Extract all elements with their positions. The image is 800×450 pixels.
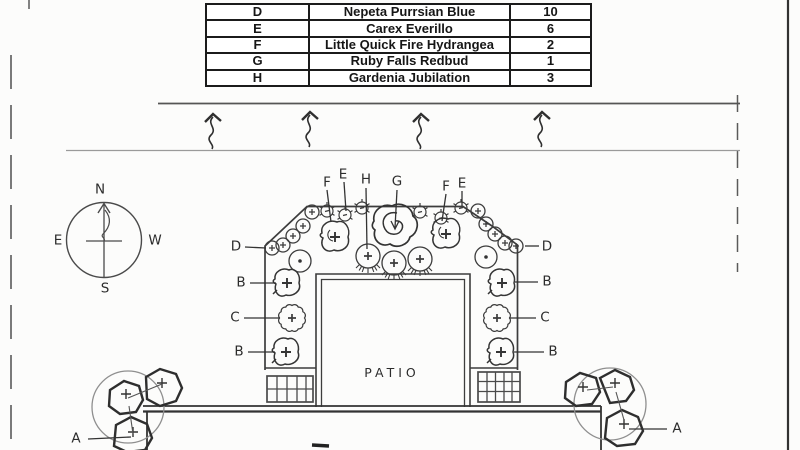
tree-cluster-a-left (91, 367, 184, 450)
house-wall (143, 405, 602, 450)
plan-label-f1: F (323, 174, 331, 191)
plan-label-d-right: D (541, 238, 553, 255)
plant-name: Ruby Falls Redbud (308, 52, 511, 71)
paver-grid-left (266, 375, 314, 403)
plant-code: E (205, 19, 310, 38)
b-plants (271, 268, 516, 367)
patio-outline (315, 273, 471, 407)
plant-code: H (205, 68, 310, 87)
plan-label-g1: G (391, 173, 403, 190)
plant-name: Carex Everillo (308, 19, 511, 38)
label-leader-lines (87, 181, 667, 440)
c-plants (277, 303, 512, 333)
plan-label-b-right-bottom: B (548, 343, 558, 360)
plant-qty: 2 (509, 35, 592, 55)
plant-qty: 10 (509, 2, 592, 22)
ruled-lines (66, 102, 740, 152)
nepeta-plants-d (264, 203, 524, 256)
plant-qty: 1 (509, 52, 592, 71)
plant-qty: 3 (509, 68, 592, 87)
patio-label: PATIO (364, 364, 420, 380)
plant-name: Gardenia Jubilation (308, 68, 511, 87)
plan-label-b-left-top: B (236, 274, 246, 291)
plan-label-b-left-bottom: B (234, 343, 244, 360)
plant-legend-table: D Nepeta Purrsian Blue 10 E Carex Everil… (205, 2, 592, 87)
compass-label-west: W (148, 232, 162, 249)
table-row: F Little Quick Fire Hydrangea 2 (205, 35, 592, 55)
plan-label-h1: H (360, 171, 372, 188)
planting-bed-outline (264, 205, 519, 370)
plant-code: G (205, 52, 310, 71)
compass-rose-icon (65, 201, 143, 279)
plan-label-c-left: C (230, 309, 240, 326)
plan-label-e2: E (457, 175, 467, 192)
table-row: E Carex Everillo 6 (205, 19, 592, 38)
table-row: H Gardenia Jubilation 3 (205, 68, 592, 87)
plan-label-c-right: C (540, 309, 550, 326)
paver-grid-right (477, 371, 521, 403)
plant-name: Little Quick Fire Hydrangea (308, 35, 511, 55)
dot-circle-plants (288, 245, 498, 273)
plan-label-f2: F (442, 178, 450, 195)
wind-arrow-icons (203, 110, 552, 151)
cutoff-letter-mark (311, 443, 330, 448)
tree-cluster-a-right (563, 367, 647, 448)
carex-plants-e (318, 198, 470, 225)
compass-label-north: N (94, 181, 106, 198)
compass-label-south: S (100, 280, 110, 297)
plant-code: D (205, 2, 310, 22)
table-row: D Nepeta Purrsian Blue 10 (205, 2, 592, 22)
plan-label-a-left: A (71, 430, 81, 447)
plant-name: Nepeta Purrsian Blue (308, 2, 511, 22)
redbud-plant-g (371, 203, 419, 247)
plan-label-a-right: A (672, 420, 682, 437)
plan-label-b-right-top: B (542, 273, 552, 290)
plant-code: F (205, 35, 310, 55)
compass-label-east: E (53, 232, 63, 249)
plan-label-d-left: D (230, 238, 242, 255)
plan-label-e1: E (338, 166, 348, 183)
scan-edge-lines (10, 0, 790, 450)
plant-qty: 6 (509, 19, 592, 38)
table-row: G Ruby Falls Redbud 1 (205, 52, 592, 71)
